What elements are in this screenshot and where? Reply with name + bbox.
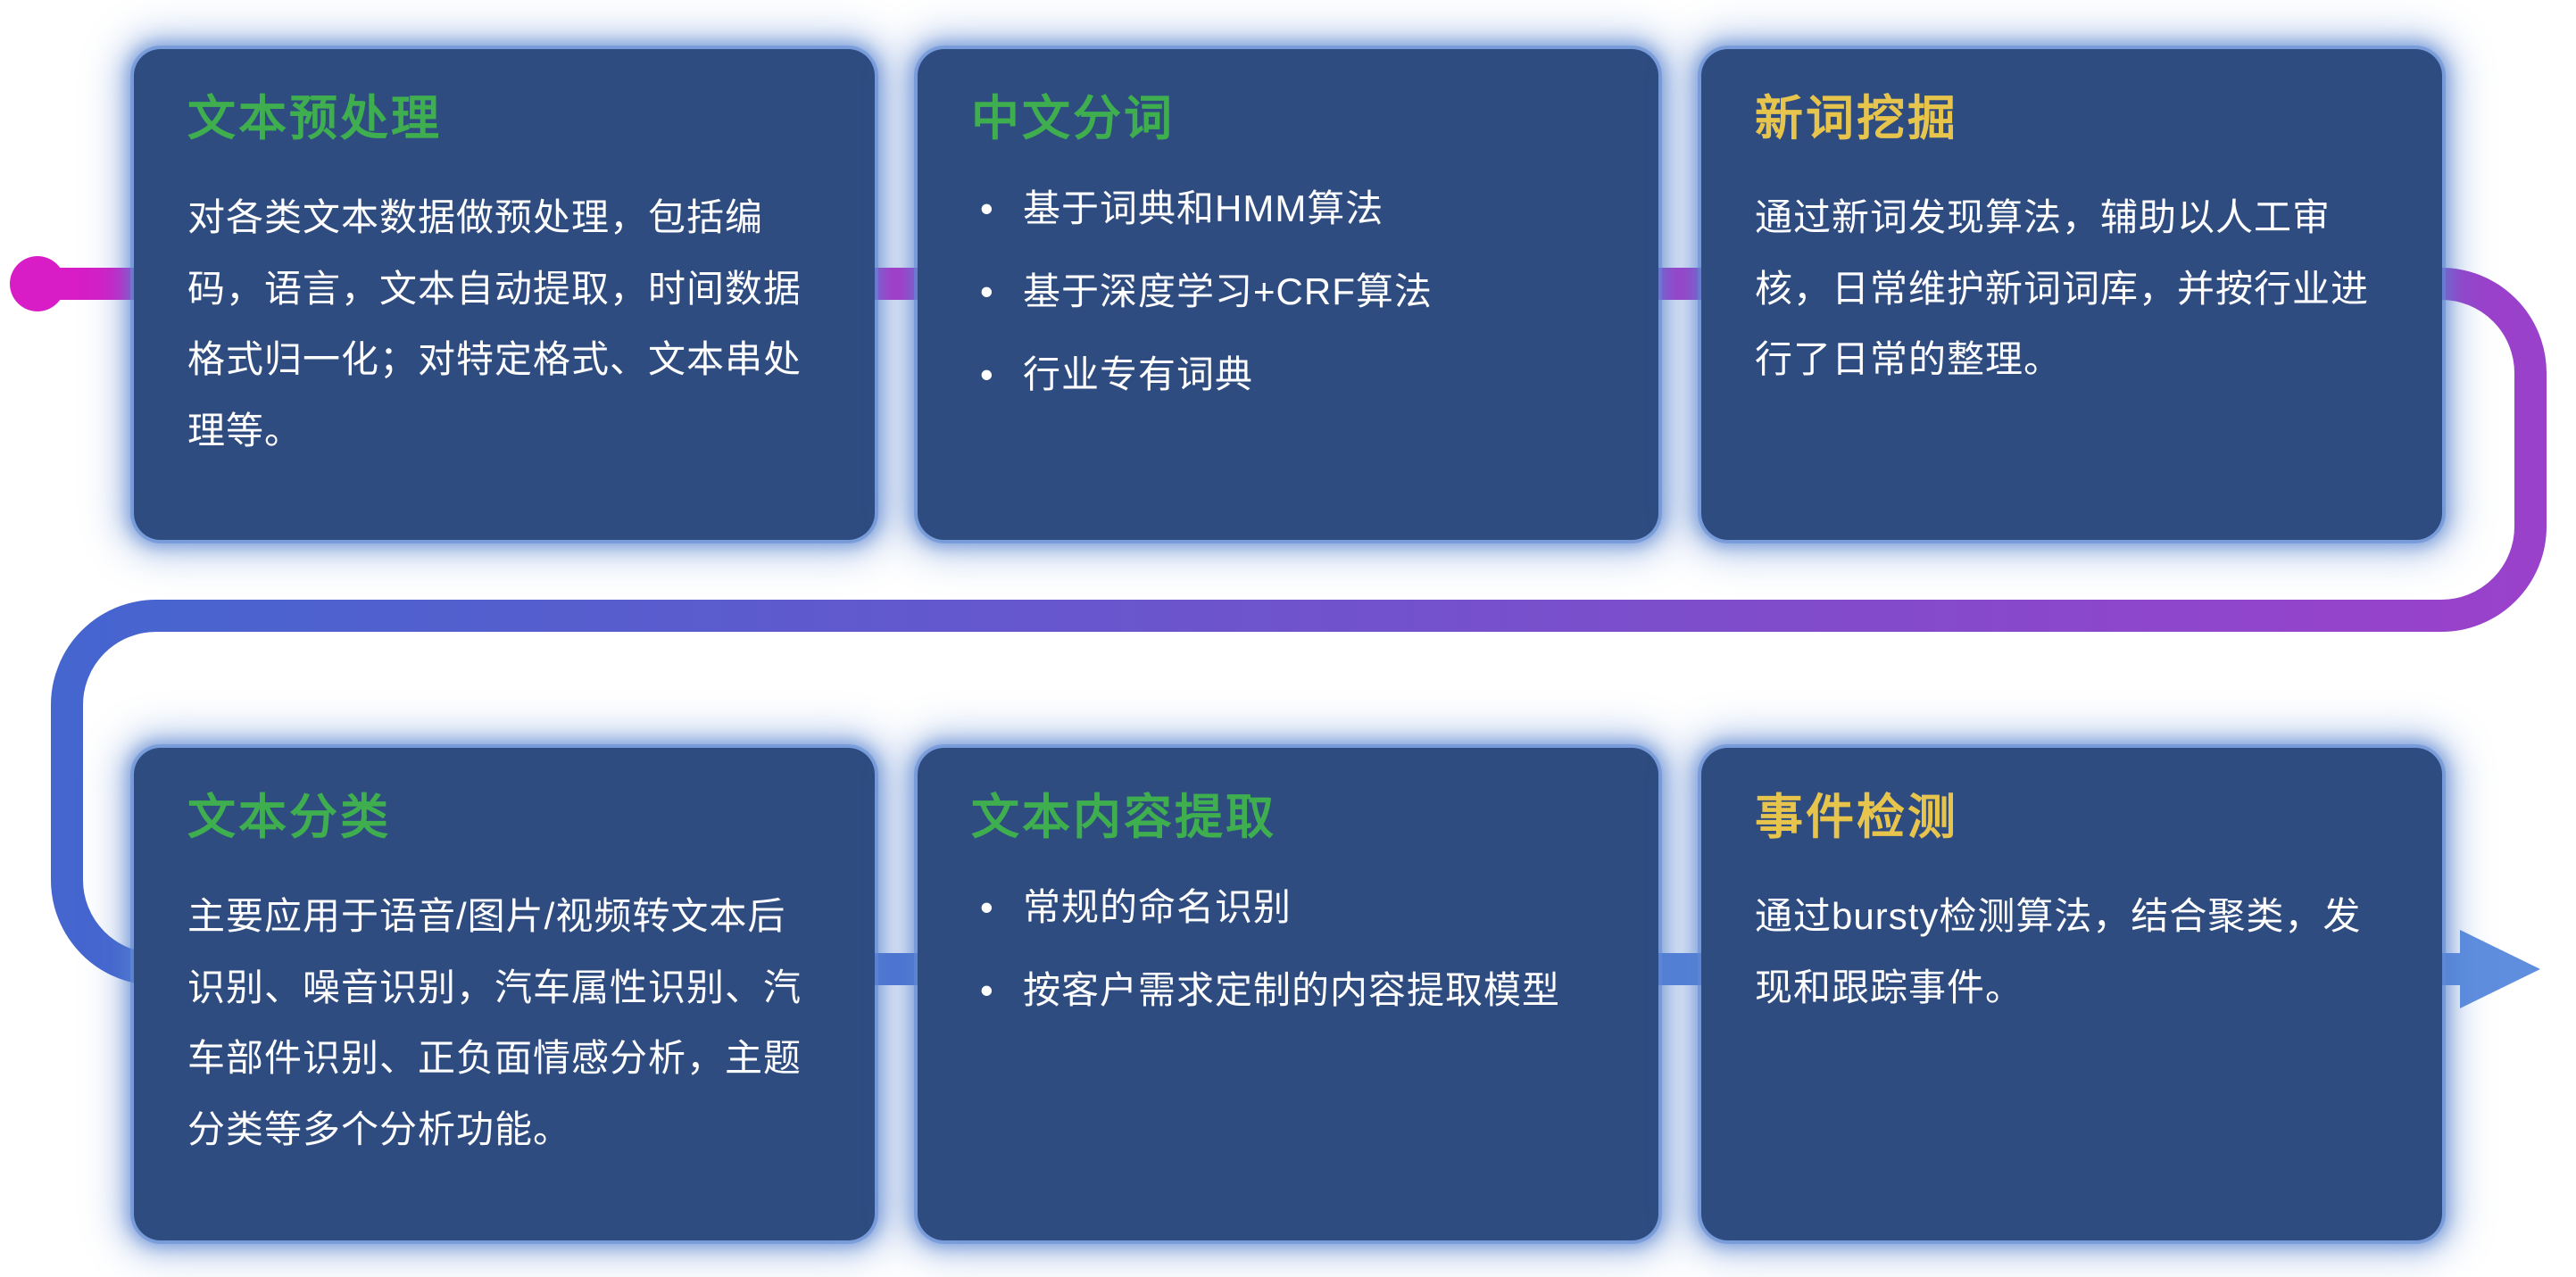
card-title: 文本内容提取: [971, 791, 1276, 844]
card-text-content-extraction: 文本内容提取 常规的命名识别按客户需求定制的内容提取模型: [918, 748, 1658, 1240]
card-title: 新词挖掘: [1755, 92, 1958, 145]
card-body: 主要应用于语音/图片/视频转文本后识别、噪音识别，汽车属性识别、汽车部件识别、正…: [187, 894, 802, 1151]
card-body: 通过bursty检测算法，结合聚类，发现和跟踪事件。: [1755, 894, 2362, 1008]
card-chinese-word-segmentation: 中文分词 基于词典和HMM算法基于深度学习+CRF算法行业专有词典: [918, 49, 1658, 540]
card-new-word-mining: 新词挖掘 通过新词发现算法，辅助以人工审核，日常维护新词词库，并按行业进行了日常…: [1701, 49, 2442, 540]
bullet-item: 基于词典和HMM算法: [971, 182, 1605, 236]
card-bullet-list: 常规的命名识别按客户需求定制的内容提取模型: [971, 881, 1605, 1018]
card-title: 中文分词: [971, 92, 1175, 145]
pipe-segment-top: [36, 268, 2547, 450]
card-event-detection: 事件检测 通过bursty检测算法，结合聚类，发现和跟踪事件。: [1701, 748, 2442, 1240]
card-title: 事件检测: [1755, 791, 1958, 844]
card-body: 通过新词发现算法，辅助以人工审核，日常维护新词词库，并按行业进行了日常的整理。: [1755, 195, 2370, 381]
bullet-item: 按客户需求定制的内容提取模型: [971, 964, 1605, 1018]
card-title: 文本分类: [187, 791, 391, 844]
card-text-preprocessing: 文本预处理 对各类文本数据做预处理，包括编码，语言，文本自动提取，时间数据格式归…: [134, 49, 875, 540]
pipe-segment-middle: [51, 450, 2547, 792]
bullet-item: 常规的命名识别: [971, 881, 1605, 935]
bullet-item: 基于深度学习+CRF算法: [971, 265, 1605, 319]
card-body: 对各类文本数据做预处理，包括编码，语言，文本自动提取，时间数据格式归一化；对特定…: [187, 195, 802, 452]
pipe-arrow-head-icon: [2460, 930, 2540, 1008]
card-bullet-list: 基于词典和HMM算法基于深度学习+CRF算法行业专有词典: [971, 182, 1605, 402]
card-title: 文本预处理: [187, 92, 442, 145]
card-text-classification: 文本分类 主要应用于语音/图片/视频转文本后识别、噪音识别，汽车属性识别、汽车部…: [134, 748, 875, 1240]
bullet-item: 行业专有词典: [971, 348, 1605, 402]
pipe-start-dot: [10, 256, 65, 311]
